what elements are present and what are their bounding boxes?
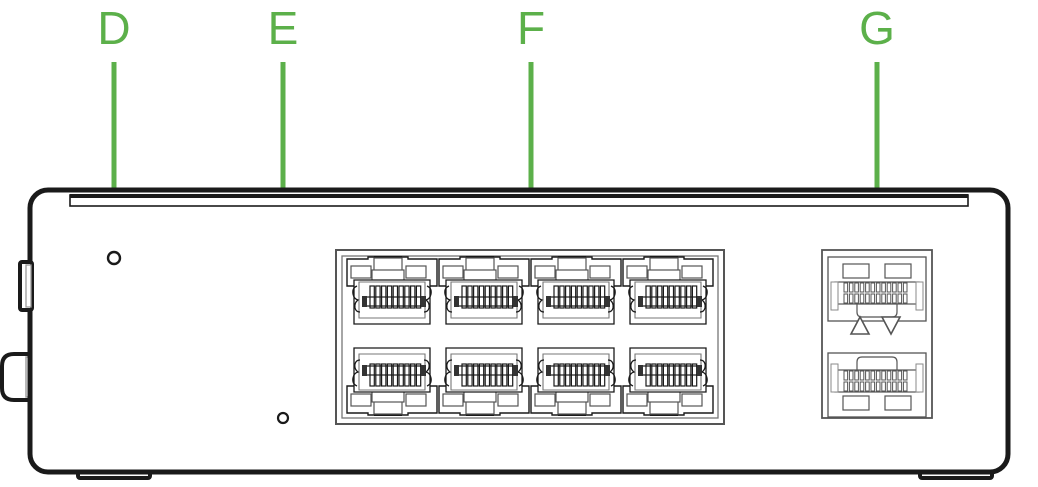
callout-label-g: G	[859, 2, 895, 54]
rj45-port-8[interactable]	[623, 348, 713, 416]
sfp-indicators	[849, 315, 902, 336]
rj45-port-3[interactable]	[530, 255, 622, 325]
rj45-port-4[interactable]	[622, 255, 714, 325]
rj45-port-6[interactable]	[439, 348, 529, 416]
rj45-port-2[interactable]	[438, 255, 530, 325]
triangle-up-indicator	[849, 315, 871, 335]
rj45-port-5[interactable]	[347, 348, 437, 416]
grounding-pinhole[interactable]	[276, 411, 290, 425]
sfp-cage[interactable]	[821, 249, 933, 419]
sfp-slot-bottom-render[interactable]	[827, 352, 927, 418]
callout-label-e: E	[268, 2, 299, 54]
side-tab	[0, 352, 34, 402]
rj45-port-1[interactable]	[346, 255, 438, 325]
reset-pinhole[interactable]	[106, 250, 122, 266]
sfp-slot-top[interactable]	[827, 256, 927, 322]
callout-labels: D E F G	[97, 2, 895, 54]
kensington-slot-inner	[25, 264, 32, 308]
callout-label-f: F	[517, 2, 545, 54]
rj45-port-block[interactable]	[335, 249, 725, 425]
rj45-port-7[interactable]	[531, 348, 621, 416]
triangle-down-indicator	[880, 316, 902, 336]
callout-label-d: D	[97, 2, 130, 54]
